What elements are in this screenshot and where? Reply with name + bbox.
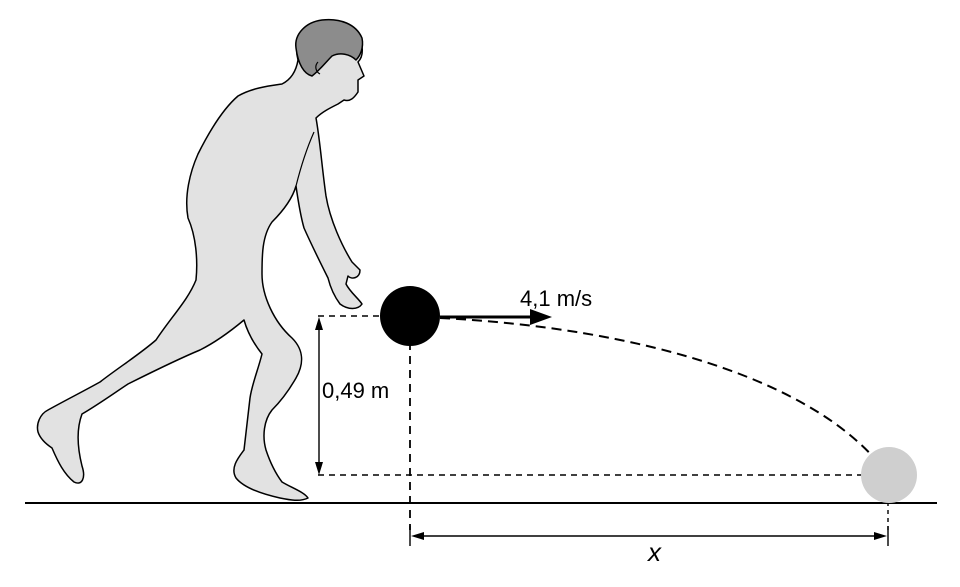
height-dimension [315, 317, 323, 475]
person-arm-line [295, 131, 315, 187]
height-arrow-top [315, 317, 323, 330]
velocity-arrow-head [530, 309, 552, 325]
height-arrow-bottom [315, 462, 323, 475]
landed-ball [861, 447, 917, 503]
person-hair [295, 18, 364, 77]
distance-arrow-right [874, 532, 887, 540]
distance-arrow-left [411, 532, 424, 540]
ball [380, 286, 440, 346]
person-figure [36, 18, 365, 502]
velocity-label: 4,1 m/s [520, 286, 592, 311]
person-body [36, 22, 365, 502]
distance-dimension [409, 526, 889, 546]
height-label: 0,49 m [322, 378, 389, 403]
trajectory-path [439, 317, 889, 476]
distance-label: x [646, 537, 662, 567]
person-ear [315, 61, 321, 75]
velocity-arrow [440, 309, 552, 325]
